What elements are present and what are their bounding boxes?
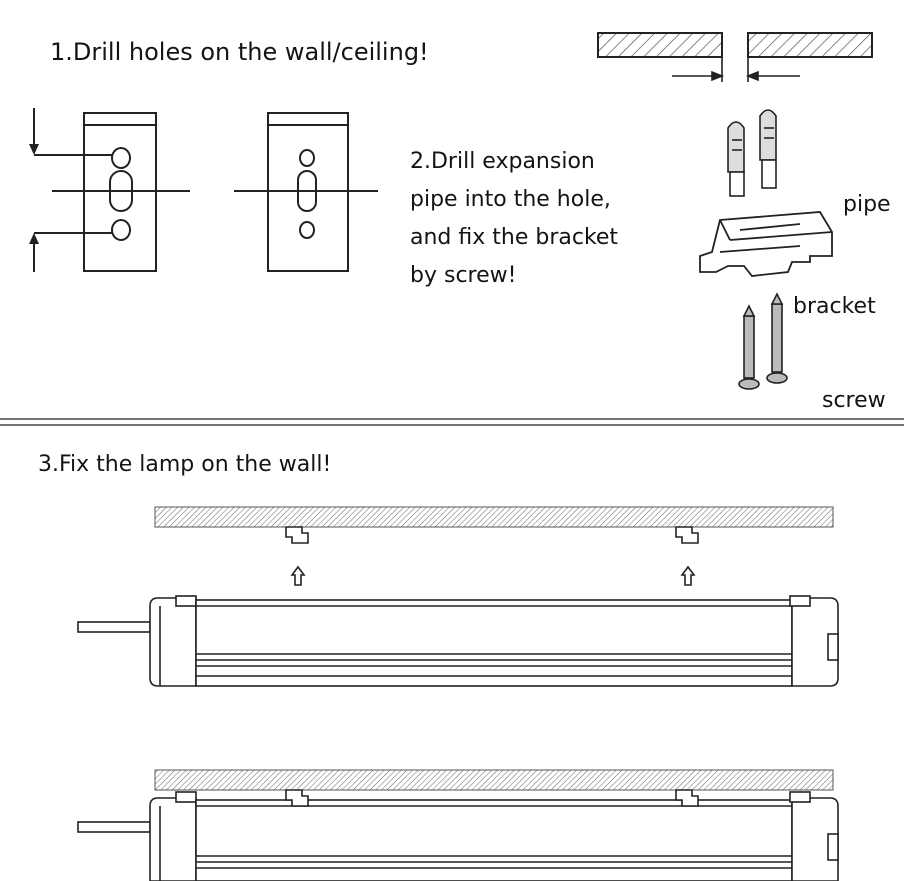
lamp-1 (77, 595, 839, 687)
step-2-line: pipe into the hole, (410, 187, 611, 212)
measure-arrowheads (29, 144, 39, 244)
expansion-pipe-icon (727, 109, 777, 197)
step-2-line: and fix the bracket (410, 225, 619, 250)
ceiling-strip-2 (154, 769, 834, 791)
mounting-clips-1 (285, 526, 699, 544)
step-2-line: by screw! (410, 263, 517, 288)
step-2-line: 2.Drill expansion (410, 149, 595, 174)
screw-icon (738, 292, 788, 390)
screw-label: screw (822, 388, 886, 413)
pipe-label: pipe (843, 192, 891, 217)
step-1-instruction: 1.Drill holes on the wall/ceiling! (50, 38, 429, 66)
step-2-instruction: 2.Drill expansion pipe into the hole, an… (410, 143, 618, 295)
ceiling-gap-detail (597, 32, 873, 58)
step-3-instruction: 3.Fix the lamp on the wall! (38, 452, 332, 477)
ceiling-strip-1 (154, 506, 834, 528)
gap-arrows (672, 57, 800, 82)
lamp-2 (77, 789, 839, 881)
bracket-hole-diagram-1 (33, 108, 190, 272)
bracket-icon (699, 211, 833, 277)
bracket-hole-diagram-2 (234, 112, 378, 272)
section-divider (0, 418, 904, 426)
bracket-label: bracket (793, 294, 876, 319)
up-arrow-icon (290, 565, 696, 586)
